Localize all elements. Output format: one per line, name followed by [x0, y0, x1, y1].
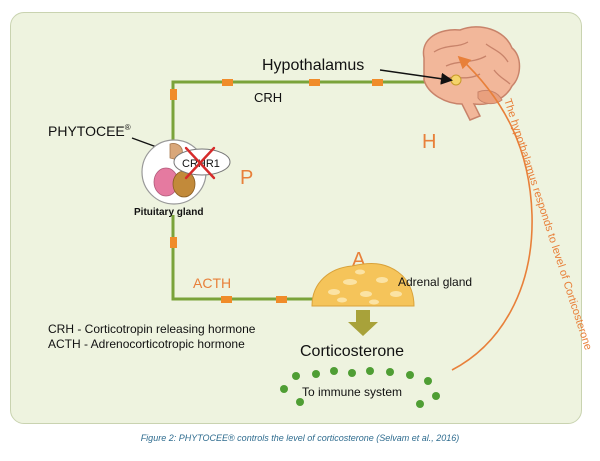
dot [432, 392, 440, 400]
block-cross-icon [184, 146, 216, 180]
legend-item-crh: CRH - Corticotropin releasing hormone [48, 322, 256, 336]
acth-pathway-label: ACTH [193, 275, 231, 291]
dot [292, 372, 300, 380]
dot [424, 377, 432, 385]
phytocee-label: PHYTOCEE® [48, 123, 131, 139]
hypothalamus-letter: H [422, 131, 436, 153]
corticosterone-label: Corticosterone [300, 343, 404, 360]
feedback-label: The hypothalamus responds to level of Co… [501, 97, 594, 351]
dot [296, 398, 304, 406]
dot [366, 367, 374, 375]
pathway-marker [276, 296, 287, 303]
pathway-marker [309, 79, 320, 86]
adrenal-gland-illustration [311, 263, 415, 307]
dot [348, 369, 356, 377]
legend-item-acth: ACTH - Adrenocorticotropic hormone [48, 337, 245, 351]
dot [416, 400, 424, 408]
pathway-markers [170, 79, 383, 303]
dot [280, 385, 288, 393]
corticosterone-dots [280, 367, 440, 408]
dot [406, 371, 414, 379]
crh-pathway [171, 80, 442, 148]
figure-caption: Figure 2: PHYTOCEE® controls the level o… [140, 433, 460, 443]
crh-pathway-label: CRH [254, 90, 282, 105]
pathway-marker [372, 79, 383, 86]
pituitary-label: Pituitary gland [134, 207, 203, 218]
feedback-arrow [451, 55, 533, 371]
pathway-marker [170, 237, 177, 248]
legend: CRH - Corticotropin releasing hormone AC… [48, 322, 256, 351]
dot [312, 370, 320, 378]
dot [386, 368, 394, 376]
pathway-marker [221, 296, 232, 303]
secretion-arrow [348, 310, 378, 336]
pathway-marker [222, 79, 233, 86]
pituitary-letter: P [240, 167, 253, 189]
hypothalamus-pointer [379, 69, 453, 85]
hypothalamus-label: Hypothalamus [262, 57, 364, 74]
dot [330, 367, 338, 375]
adrenal-label: Adrenal gland [398, 275, 472, 289]
pathway-marker [170, 89, 177, 100]
immune-label: To immune system [302, 385, 402, 399]
